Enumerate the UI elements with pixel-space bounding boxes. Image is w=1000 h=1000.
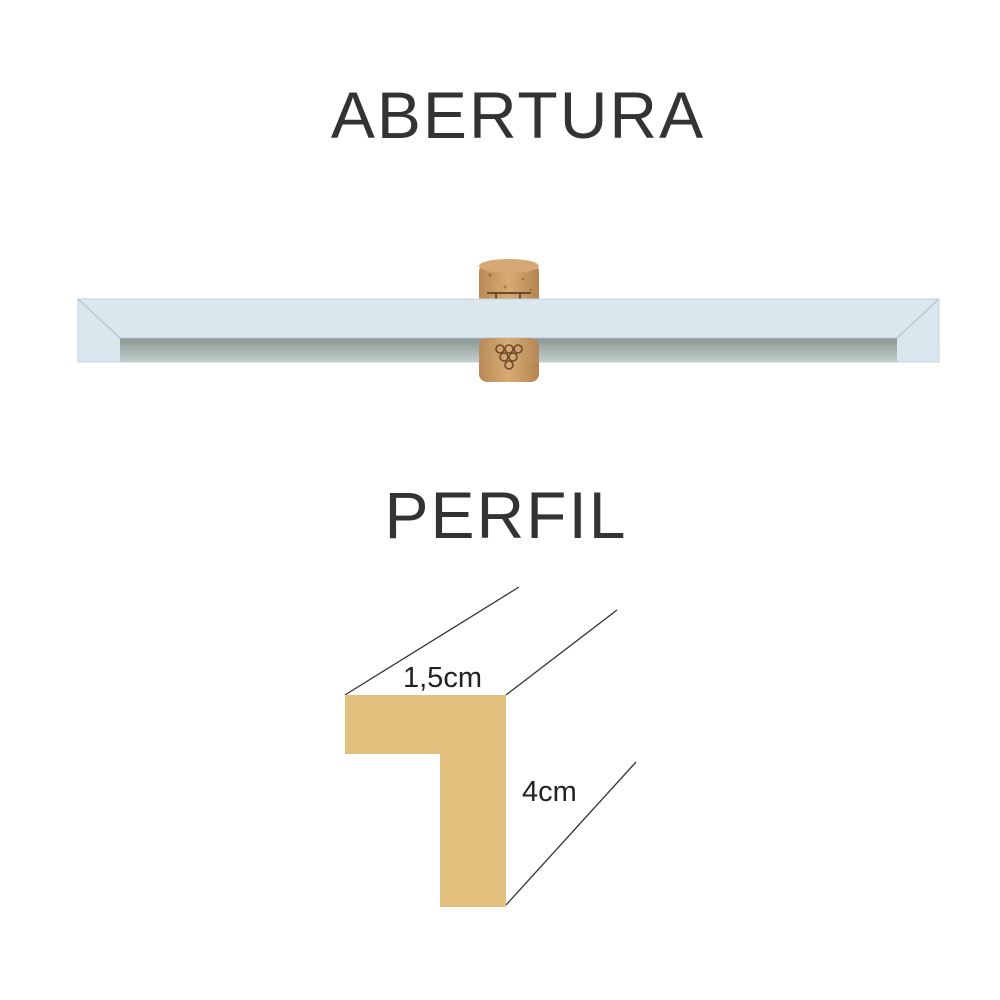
opening-title: ABERTURA	[330, 78, 706, 152]
depth-line-top-right	[505, 609, 618, 696]
profile-diagram: 1,5cm 4cm	[344, 586, 637, 907]
width-label: 1,5cm	[403, 662, 482, 694]
profile-shape	[345, 695, 506, 907]
depth-line-top-left	[344, 586, 520, 696]
depth-line-bottom-right	[505, 761, 637, 906]
frame-opening-illustration	[77, 259, 940, 382]
height-label: 4cm	[522, 776, 577, 808]
profile-title: PERFIL	[384, 478, 628, 552]
